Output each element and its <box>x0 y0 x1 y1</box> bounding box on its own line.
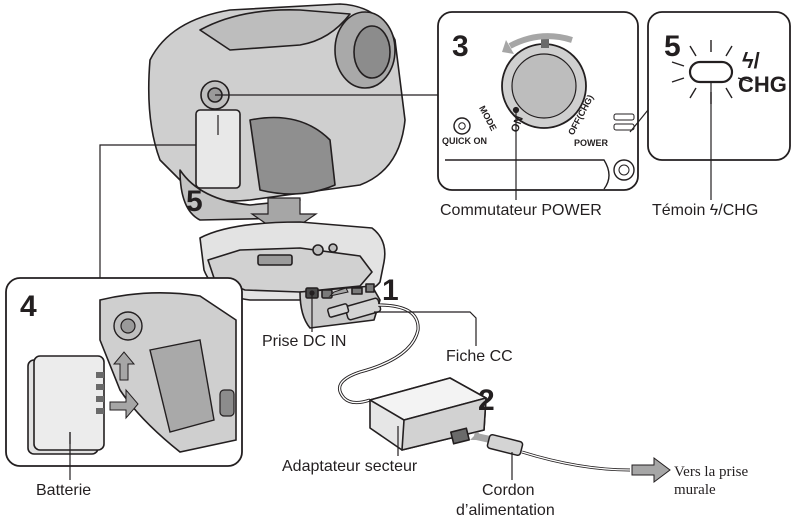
dc-plug-label: Fiche CC <box>446 348 513 365</box>
chg-symbol-bottom: CHG <box>738 72 787 97</box>
callout-lines <box>69 82 712 480</box>
chg-symbol-top: ϟ/ <box>742 48 760 73</box>
to-wall-arrow <box>631 457 671 483</box>
dc-in-jack-label: Prise DC IN <box>262 333 347 350</box>
ac-adaptor-label: Adaptateur secteur <box>282 458 418 475</box>
battery-panel <box>5 277 243 467</box>
power-dial-panel <box>437 11 639 191</box>
step-4-number: 4 <box>20 290 37 323</box>
wall-outlet-label-line1: Vers la prise <box>674 464 749 480</box>
ac-adaptor-illustration <box>369 377 487 451</box>
step-2-number: 2 <box>478 384 495 417</box>
power-cord-label-line1: Cordon <box>482 482 535 499</box>
step-5-lamp-number: 5 <box>664 30 681 63</box>
battery-label: Batterie <box>36 482 92 499</box>
power-cord-plug <box>486 433 524 457</box>
step-1-number: 1 <box>382 274 399 307</box>
step-3-number: 3 <box>452 30 469 63</box>
power-switch-label: Commutateur POWER <box>440 202 602 219</box>
wall-outlet-label-line2: murale <box>674 482 716 498</box>
quick-on-label: QUICK ON <box>442 136 487 146</box>
charge-lamp-label: Témoin ϟ/CHG <box>652 202 759 219</box>
power-dial-label: POWER <box>574 138 609 148</box>
charge-lamp-panel <box>647 11 791 161</box>
step-5-dock-number: 5 <box>186 185 203 218</box>
power-cord-label-line2: d’alimentation <box>456 502 555 519</box>
power-cord <box>521 450 631 472</box>
